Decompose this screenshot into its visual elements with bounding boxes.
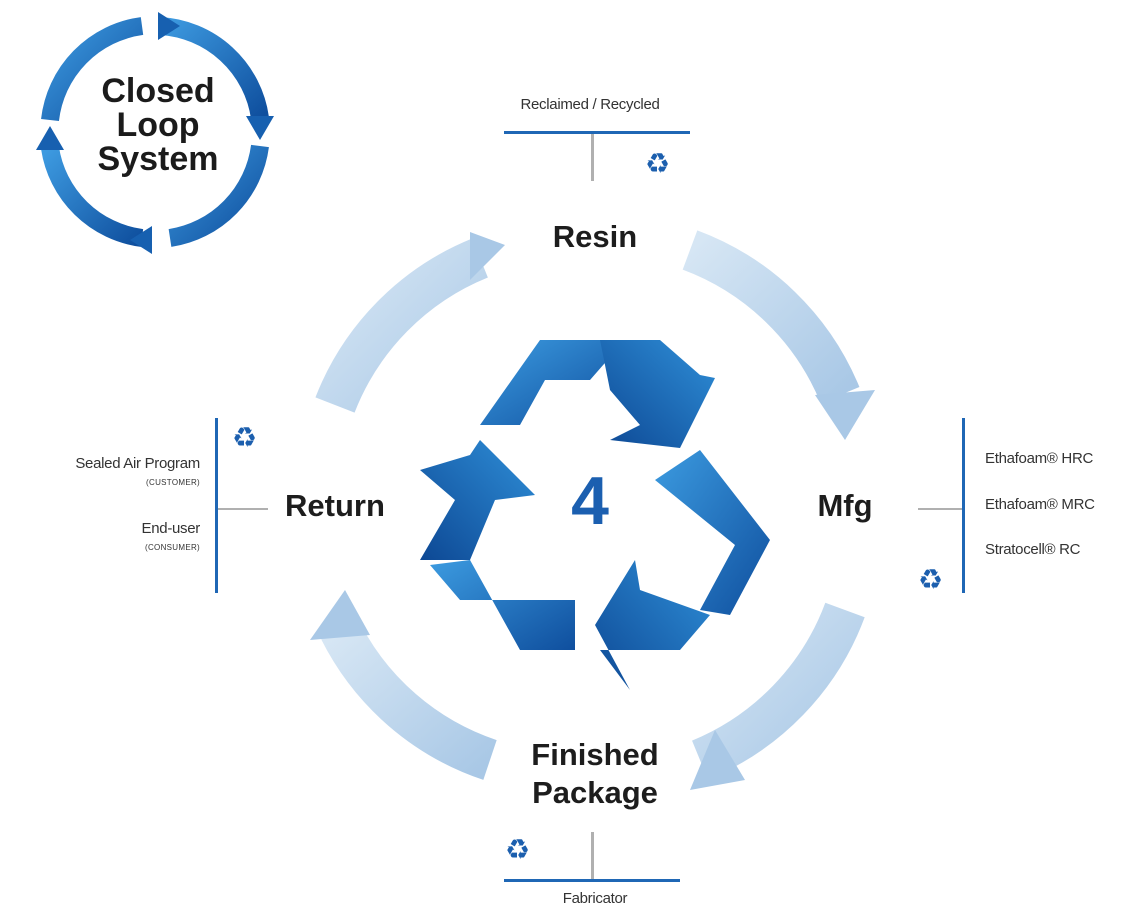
closed-loop-badge-icon (36, 12, 274, 254)
cycle-arrow-mfg-to-finished (690, 602, 865, 790)
recycle-icon: ♻ (645, 147, 671, 180)
resin-note: Reclaimed / Recycled (520, 96, 660, 113)
mfg-bracket (918, 418, 965, 593)
badge-line-3: System (97, 140, 219, 178)
return-note-1-sub: (CUSTOMER) (146, 478, 200, 487)
center-number: 4 (571, 463, 609, 539)
mfg-product-2: Ethafoam® MRC (985, 496, 1095, 513)
return-note-2: End-user (141, 520, 201, 537)
recycle-icon: ♻ (232, 421, 258, 454)
return-note-1: Sealed Air Program (75, 455, 200, 472)
cycle-arrow-finished-to-return (310, 590, 497, 780)
mfg-product-3: Stratocell® RC (985, 541, 1081, 558)
badge-title: Closed Loop System (58, 74, 258, 176)
stage-return: Return (285, 488, 385, 523)
stage-finished-package: Finished Package (495, 736, 695, 812)
stage-finished-line-2: Package (532, 775, 658, 810)
resin-bracket (504, 131, 690, 181)
mfg-product-1: Ethafoam® HRC (985, 450, 1094, 467)
recycle-symbol-center-icon (420, 340, 770, 690)
badge-line-2: Loop (116, 106, 200, 144)
stage-resin: Resin (552, 219, 638, 254)
return-bracket (215, 418, 268, 593)
stage-mfg: Mfg (817, 488, 873, 523)
cycle-arrow-resin-to-mfg (682, 230, 875, 440)
recycle-icon: ♻ (918, 563, 944, 596)
badge-line-1: Closed (101, 72, 215, 110)
recycle-icon: ♻ (505, 833, 531, 866)
stage-finished-line-1: Finished (531, 737, 659, 772)
return-note-2-sub: (CONSUMER) (145, 543, 200, 552)
finished-bracket (504, 832, 680, 882)
cycle-arrow-return-to-resin (315, 232, 505, 413)
finished-note: Fabricator (562, 890, 628, 907)
